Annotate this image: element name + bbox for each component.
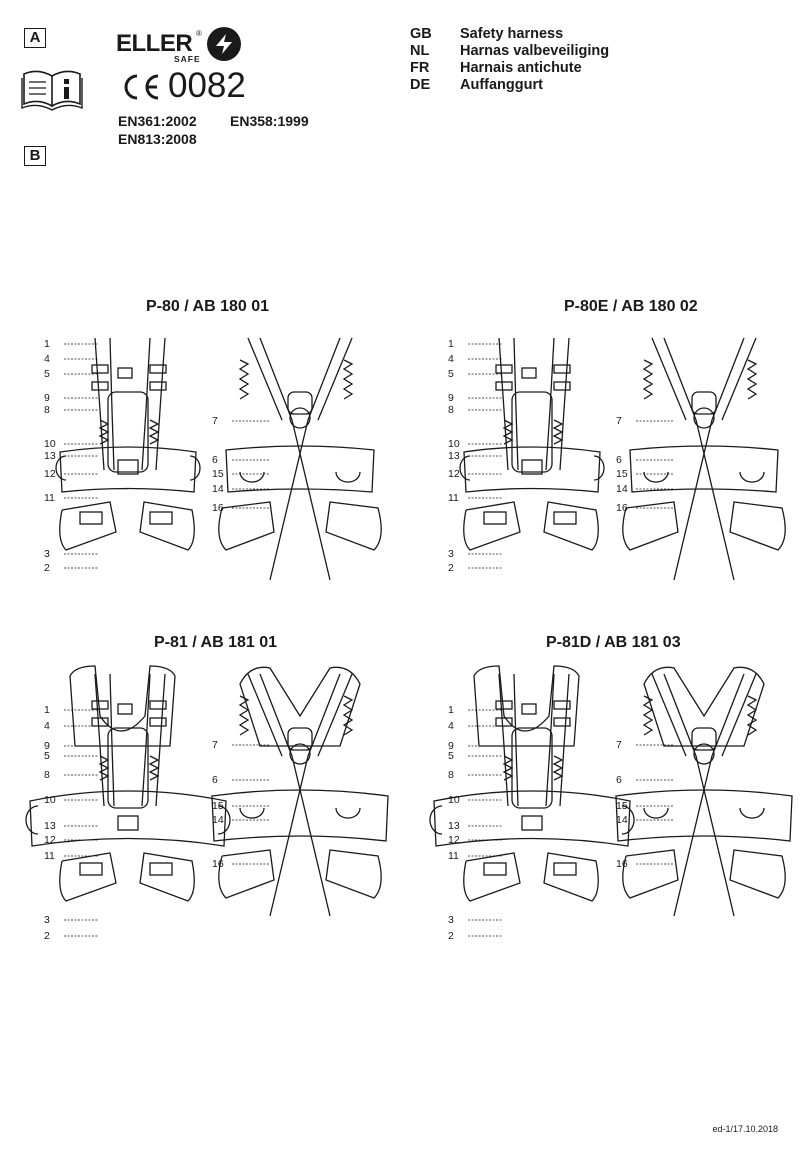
language-title: Safety harness: [460, 26, 564, 42]
callout-label: 12: [44, 834, 56, 846]
callout-label: 5: [44, 750, 50, 762]
model-title-p81d: P-81D / AB 181 03: [546, 634, 681, 651]
notified-body-number: 0082: [168, 66, 246, 105]
callout-label: 13: [44, 450, 56, 462]
section-label-b: B: [24, 146, 46, 166]
callout-label: 15: [212, 468, 224, 480]
brand-name: ELLER: [116, 30, 193, 57]
brand-registered: ®: [196, 29, 202, 38]
language-code: GB: [410, 26, 432, 42]
callout-label: 4: [448, 353, 454, 365]
callout-label: 7: [616, 415, 622, 427]
callout-label: 13: [448, 820, 460, 832]
callout-label: 10: [448, 794, 460, 806]
language-code: FR: [410, 60, 430, 76]
callout-label: 1: [44, 338, 50, 350]
callout-label: 15: [212, 800, 224, 812]
callout-label: 5: [44, 368, 50, 380]
standard-3: EN813:2008: [118, 131, 197, 147]
callout-label: 1: [448, 704, 454, 716]
callout-label: 7: [616, 739, 622, 751]
section-label-a: A: [24, 28, 46, 48]
language-title: Auffanggurt: [460, 77, 543, 93]
callout-label: 15: [616, 800, 628, 812]
eller-logo-icon: [207, 27, 241, 61]
callout-label: 10: [44, 794, 56, 806]
callout-label: 16: [616, 502, 628, 514]
callout-label: 7: [212, 739, 218, 751]
callout-label: 8: [44, 769, 50, 781]
callout-label: 9: [448, 740, 454, 752]
callout-label: 3: [44, 914, 50, 926]
callout-label: 5: [448, 368, 454, 380]
callout-label: 9: [44, 740, 50, 752]
callout-label: 1: [44, 704, 50, 716]
callout-label: 11: [448, 492, 459, 504]
manual-info-icon: [21, 70, 83, 111]
callout-label: 14: [616, 814, 628, 826]
language-code: DE: [410, 77, 431, 93]
callout-label: 11: [448, 850, 459, 862]
standard-1: EN361:2002: [118, 113, 197, 129]
model-title-p81: P-81 / AB 181 01: [154, 634, 278, 651]
callout-label: 7: [212, 415, 218, 427]
ce-mark-icon: [124, 74, 159, 100]
callout-label: 3: [44, 548, 50, 560]
callout-label: 16: [616, 858, 628, 870]
callout-label: 12: [448, 468, 460, 480]
model-title-p80: P-80 / AB 180 01: [146, 298, 270, 315]
callout-label: 13: [44, 820, 56, 832]
callout-label: 14: [616, 483, 628, 495]
callout-label: 16: [212, 502, 224, 514]
callout-label: 4: [44, 720, 50, 732]
callout-label: 10: [44, 438, 56, 450]
callout-label: 5: [448, 750, 454, 762]
harness-illustration: [25, 665, 389, 937]
harness-illustration: [459, 337, 786, 581]
callout-label: 9: [448, 392, 454, 404]
callout-label: 11: [44, 850, 55, 862]
callout-label: 12: [44, 468, 56, 480]
callout-label: 3: [448, 548, 454, 560]
callout-label: 6: [212, 454, 218, 466]
callout-label: 15: [616, 468, 628, 480]
callout-label: 2: [448, 562, 454, 574]
language-code: NL: [410, 43, 430, 59]
callout-label: 6: [616, 774, 622, 786]
callout-label: 6: [212, 774, 218, 786]
brand-sub: SAFE: [174, 54, 201, 64]
callout-label: 14: [212, 814, 224, 826]
model-title-p80e: P-80E / AB 180 02: [564, 298, 698, 315]
callout-label: 3: [448, 914, 454, 926]
callout-label: 16: [212, 858, 224, 870]
callout-label: 1: [448, 338, 454, 350]
standard-2: EN358:1999: [230, 113, 309, 129]
callout-label: 2: [448, 930, 454, 942]
callout-label: 4: [448, 720, 454, 732]
eller-logo: ELLER ® SAFE: [116, 24, 246, 66]
language-title: Harnas valbeveiliging: [460, 43, 610, 59]
callout-label: 8: [44, 404, 50, 416]
callout-label: 8: [448, 769, 454, 781]
callout-label: 8: [448, 404, 454, 416]
language-title: Harnais antichute: [460, 60, 582, 76]
callout-label: 2: [44, 562, 50, 574]
callout-label: 9: [44, 392, 50, 404]
callout-label: 4: [44, 353, 50, 365]
harness-illustration: [55, 337, 382, 581]
callout-label: 10: [448, 438, 460, 450]
callout-label: 12: [448, 834, 460, 846]
harness-illustration: [429, 665, 793, 937]
callout-label: 14: [212, 483, 224, 495]
callout-label: 11: [44, 492, 55, 504]
callout-label: 6: [616, 454, 622, 466]
edition-date: ed-1/17.10.2018: [712, 1124, 778, 1134]
callout-label: 2: [44, 930, 50, 942]
callout-label: 13: [448, 450, 460, 462]
